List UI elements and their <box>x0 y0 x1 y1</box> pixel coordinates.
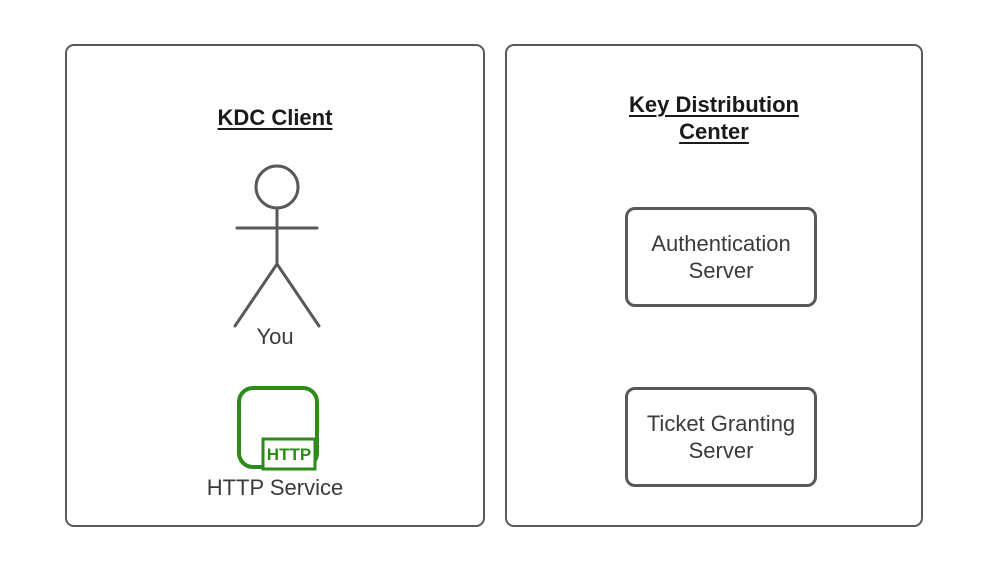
ticket-granting-server-label-line2: Server <box>688 438 754 463</box>
key-distribution-center-panel: Key Distribution Center Authentication S… <box>505 44 923 527</box>
kdc-title-line2: Center <box>679 119 749 144</box>
kdc-client-panel: KDC Client You HTTP HTTP Service <box>65 44 485 527</box>
http-service-label: HTTP Service <box>206 475 344 500</box>
kdc-title: Key Distribution Center <box>507 91 921 145</box>
kdc-title-line1: Key Distribution <box>629 92 799 117</box>
kdc-client-title: KDC Client <box>217 105 333 130</box>
ticket-granting-server-box: Ticket Granting Server <box>625 387 817 487</box>
http-badge-text: HTTP <box>267 445 311 464</box>
authentication-server-label-line1: Authentication <box>651 231 791 256</box>
stick-figure-actor-icon <box>233 164 321 328</box>
authentication-server-label-line2: Server <box>688 258 754 283</box>
ticket-granting-server-label-line1: Ticket Granting <box>646 411 796 436</box>
actor-label: You <box>256 324 294 349</box>
authentication-server-box: Authentication Server <box>625 207 817 307</box>
http-service-icon: HTTP <box>237 386 319 471</box>
